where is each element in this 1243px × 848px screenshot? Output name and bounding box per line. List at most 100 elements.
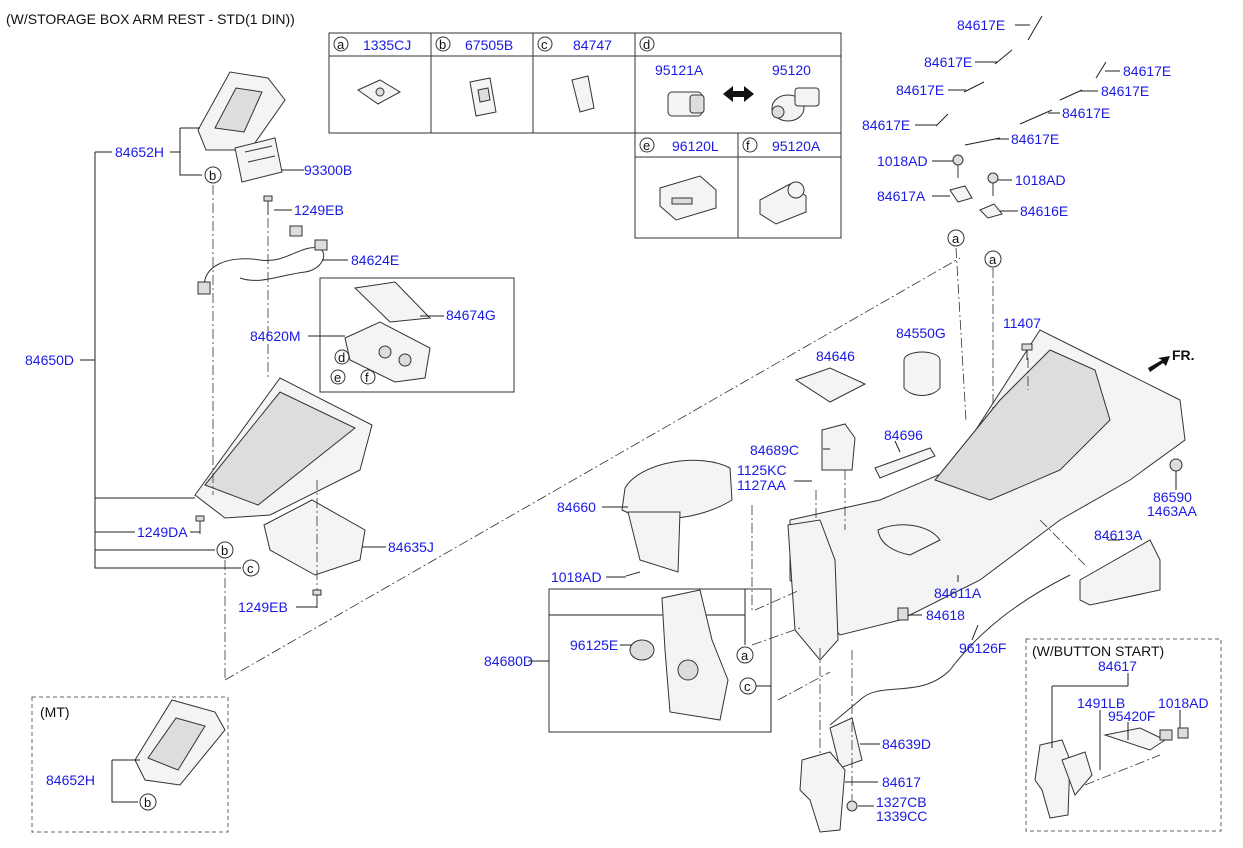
strips-84617E	[935, 15, 1107, 146]
label-1125KC: 1125KC	[737, 462, 787, 478]
callout-a-1: a	[741, 648, 749, 663]
label-84689C: 84689C	[750, 442, 799, 458]
label-84613A: 84613A	[1094, 527, 1143, 543]
garnish-84696	[874, 447, 936, 479]
fr-arrow-icon	[1148, 356, 1170, 372]
table-letter-e: e	[643, 138, 650, 153]
label-93300B: 93300B	[304, 162, 352, 178]
label-84617E-3: 84617E	[896, 82, 944, 98]
callout-d: d	[338, 350, 345, 365]
label-95120: 95120	[772, 62, 811, 78]
label-96120L: 96120L	[672, 138, 719, 154]
label-1249DA: 1249DA	[137, 524, 188, 540]
mt-callout-b: b	[144, 795, 151, 810]
label-11407: 11407	[1003, 315, 1041, 331]
label-1018AD-3: 1018AD	[551, 569, 602, 585]
clip-84747-drawing	[571, 75, 595, 113]
label-84550G: 84550G	[896, 325, 946, 341]
bs-label-1018AD: 1018AD	[1158, 695, 1209, 711]
clip-1335CJ-drawing	[356, 79, 402, 105]
screw-11407	[1021, 343, 1033, 360]
subassy-box-84680D: a c	[548, 588, 772, 733]
mt-inset: (MT) b	[31, 696, 229, 833]
label-84680D: 84680D	[484, 653, 533, 669]
label-84650D: 84650D	[25, 352, 74, 368]
shift-bezel-84652H	[197, 71, 286, 151]
pad-84613A	[1079, 539, 1161, 606]
label-84639D: 84639D	[882, 736, 931, 752]
wire-96126F	[829, 574, 1071, 726]
table-letter-d: d	[643, 37, 650, 52]
diagram-title: (W/STORAGE BOX ARM REST - STD(1 DIN))	[6, 11, 295, 27]
label-1249EB-top: 1249EB	[294, 202, 344, 218]
clip-84618	[897, 607, 909, 621]
label-1127AA: 1127AA	[737, 477, 786, 493]
label-84617E-5: 84617E	[1123, 63, 1171, 79]
label-84617E-7: 84617E	[1062, 105, 1110, 121]
clip-67505B-drawing	[469, 77, 497, 117]
bs-label-95420F: 95420F	[1108, 708, 1155, 724]
mt-label-84652H: 84652H	[46, 772, 95, 788]
tray-84635J	[263, 499, 366, 576]
reference-table: a 1335CJ b 67505B c 84747 d 95121A 95120…	[328, 32, 842, 239]
label-1463AA: 1463AA	[1147, 503, 1197, 519]
label-84674G: 84674G	[446, 307, 496, 323]
label-84696: 84696	[884, 427, 923, 443]
console-main-84611A	[789, 329, 1186, 636]
screw-1249EB-bot	[312, 589, 322, 608]
switch-95121A-drawing	[667, 91, 705, 117]
mat-84646	[794, 367, 867, 403]
screw-1249EB-top	[263, 195, 273, 215]
fr-label: FR.	[1172, 347, 1195, 363]
label-84620M: 84620M	[250, 328, 301, 344]
label-84617E-2: 84617E	[924, 54, 972, 70]
bs-title: (W/BUTTON START)	[1032, 643, 1164, 659]
clip-86590	[1169, 458, 1183, 472]
bracket-84617	[799, 751, 846, 833]
callout-a-2: a	[952, 231, 960, 246]
label-84635J: 84635J	[388, 539, 434, 555]
label-96126F: 96126F	[959, 640, 1006, 656]
clip-84616E	[979, 203, 1003, 219]
nut-1327CB	[846, 800, 858, 812]
label-1339CC: 1339CC	[876, 808, 927, 824]
table-letter-b: b	[439, 37, 446, 52]
table-letter-a: a	[337, 37, 345, 52]
label-1249EB-bot: 1249EB	[238, 599, 288, 615]
label-84617E-8: 84617E	[1011, 131, 1059, 147]
label-84660: 84660	[557, 499, 596, 515]
usb-96120L-drawing	[659, 175, 717, 221]
double-arrow-icon	[723, 86, 754, 102]
bs-label-1491LB: 1491LB	[1077, 695, 1125, 711]
label-84652H: 84652H	[115, 144, 164, 160]
aux-95120A-drawing	[759, 181, 807, 225]
callout-e: e	[334, 370, 341, 385]
screws-1018AD-right	[952, 154, 999, 196]
label-84624E: 84624E	[351, 252, 399, 268]
bracket-84639D	[829, 717, 863, 769]
armrest-84660	[621, 459, 733, 573]
sub-assy-box-84620M: d e f	[319, 277, 515, 393]
label-67505B: 67505B	[465, 37, 513, 53]
mt-title: (MT)	[40, 704, 70, 720]
label-84617A: 84617A	[877, 188, 926, 204]
table-letter-f: f	[746, 138, 750, 153]
switch-93300B	[234, 137, 283, 183]
label-84747: 84747	[573, 37, 612, 53]
label-1018AD-1: 1018AD	[877, 153, 928, 169]
screw-1018AD-center	[625, 571, 641, 577]
label-96125E: 96125E	[570, 637, 618, 653]
label-95120A: 95120A	[772, 138, 821, 154]
label-86590: 86590	[1153, 489, 1192, 505]
callout-c-2: c	[744, 679, 751, 694]
label-1327CB: 1327CB	[876, 794, 927, 810]
label-84616E: 84616E	[1020, 203, 1068, 219]
label-1018AD-2: 1018AD	[1015, 172, 1066, 188]
callout-c-1: c	[247, 561, 254, 576]
label-95121A: 95121A	[655, 62, 704, 78]
label-84617E-4: 84617E	[862, 117, 910, 133]
label-84611A: 84611A	[934, 585, 982, 601]
label-84618: 84618	[926, 607, 965, 623]
